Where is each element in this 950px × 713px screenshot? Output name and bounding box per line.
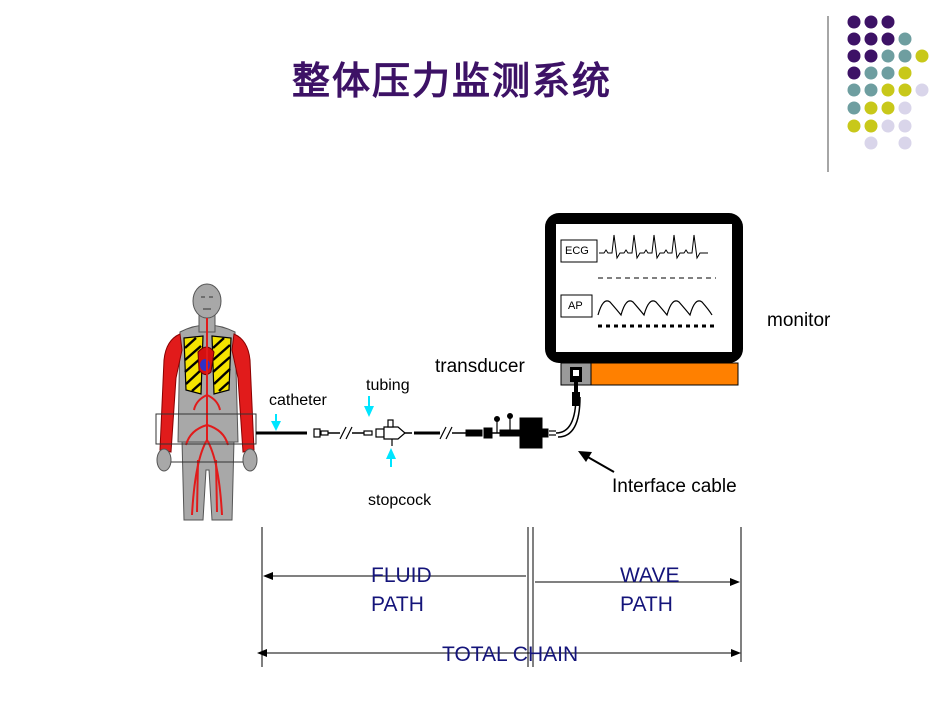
transducer-label: transducer — [435, 356, 525, 377]
total-chain-label: TOTAL CHAIN — [442, 643, 579, 666]
monitor-icon — [545, 213, 743, 406]
stopcock-label: stopcock — [368, 492, 432, 509]
catheter-label: catheter — [269, 392, 327, 409]
fluid-path-line-2: PATH — [371, 593, 424, 616]
tubing-label: tubing — [366, 377, 410, 394]
catheter-tubing-line — [256, 394, 581, 449]
interface-cable-arrow — [578, 451, 615, 473]
path-brackets — [261, 527, 742, 667]
fluid-path-line-1: FLUID — [371, 564, 432, 587]
interface-cable-label: Interface cable — [612, 476, 737, 497]
monitor-label: monitor — [767, 310, 831, 331]
ap-label: AP — [568, 300, 583, 312]
human-body-icon — [155, 283, 258, 521]
slide-title: 整体压力监测系统 — [292, 58, 613, 103]
wave-path-line-2: PATH — [620, 593, 673, 616]
pointer-arrows — [271, 396, 396, 467]
wave-path-line-1: WAVE — [620, 564, 680, 587]
fluid-path-label: FLUID PATH — [371, 561, 432, 619]
ecg-label: ECG — [565, 245, 589, 257]
wave-path-label: WAVE PATH — [620, 561, 680, 619]
